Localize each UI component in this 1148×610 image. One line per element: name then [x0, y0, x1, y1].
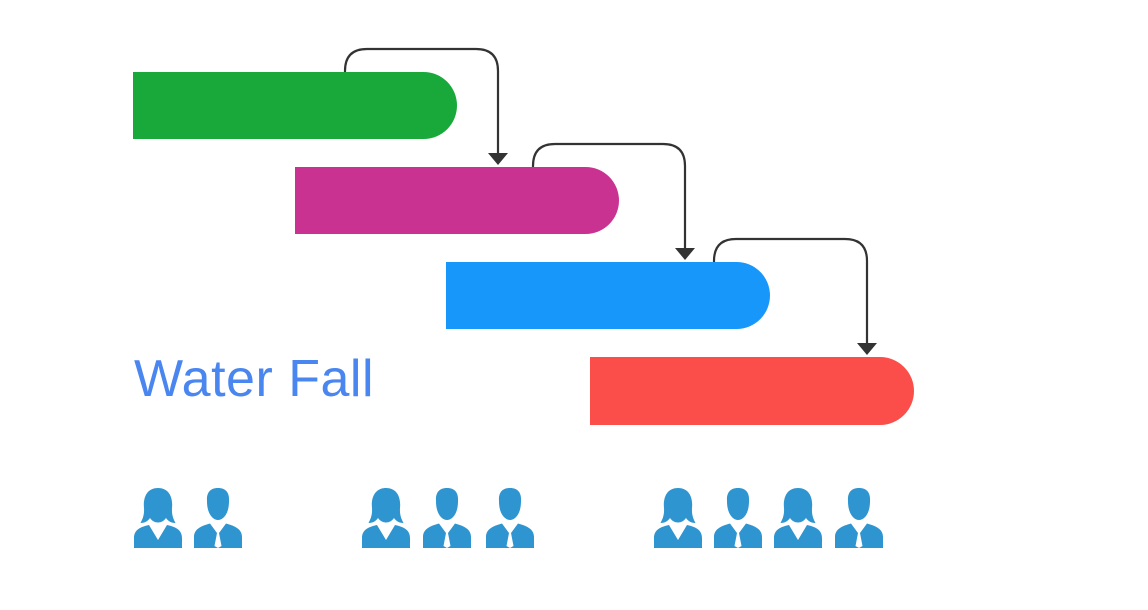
connector-arrow-3	[712, 237, 869, 346]
businesswoman-icon	[654, 488, 702, 548]
phase-bar-3	[446, 262, 770, 329]
businessman-icon	[835, 488, 883, 548]
businesswoman-icon	[362, 488, 410, 548]
connector-arrow-2	[531, 142, 687, 251]
businessman-icon	[423, 488, 471, 548]
team-group-3	[654, 488, 883, 548]
arrow-head-icon	[675, 248, 695, 260]
team-group-1	[134, 488, 242, 548]
businessman-icon	[714, 488, 762, 548]
connector-arrow-1	[343, 47, 500, 156]
phase-bar-4	[590, 357, 914, 425]
businesswoman-icon	[134, 488, 182, 548]
phase-bar-2	[295, 167, 619, 234]
businessman-icon	[486, 488, 534, 548]
arrow-head-icon	[488, 153, 508, 165]
businessman-icon	[194, 488, 242, 548]
team-group-2	[362, 488, 534, 548]
diagram-title: Water Fall	[134, 350, 374, 408]
arrow-head-icon	[857, 343, 877, 355]
businesswoman-icon	[774, 488, 822, 548]
phase-bar-1	[133, 72, 457, 139]
